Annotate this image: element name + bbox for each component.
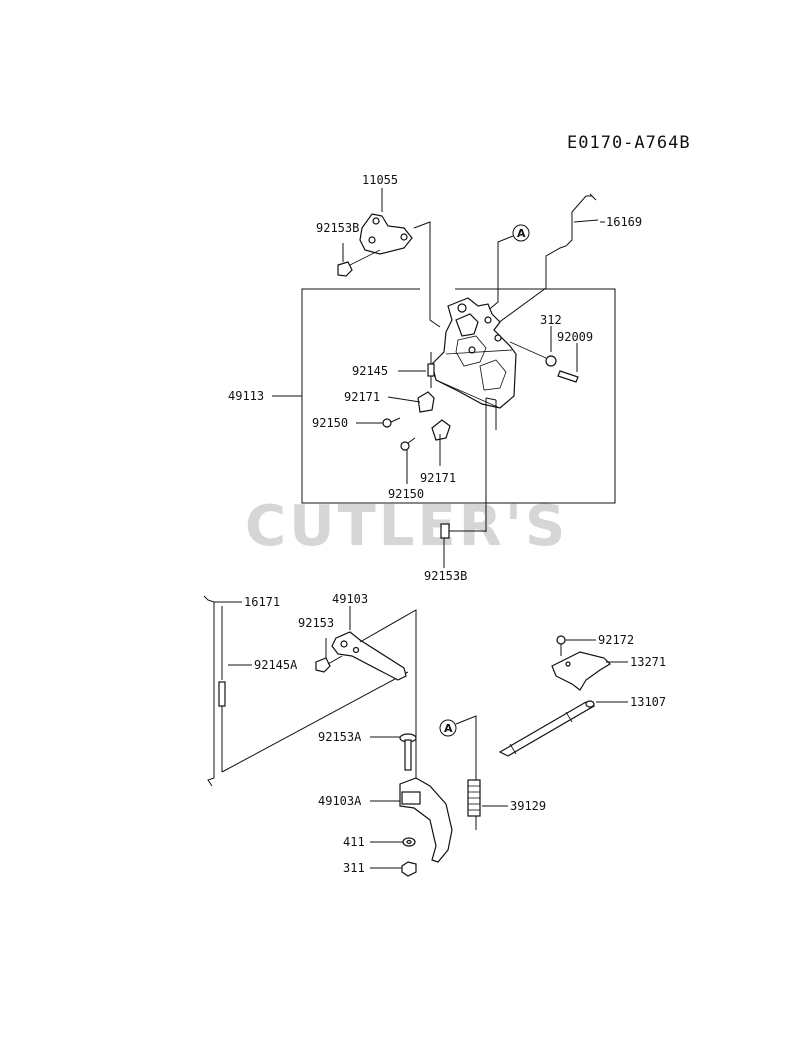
label-92172: 92172 bbox=[598, 633, 634, 647]
label-11055: 11055 bbox=[362, 173, 398, 187]
bolt-92153 bbox=[315, 638, 343, 673]
leaders-top bbox=[272, 221, 605, 568]
diagram-code: E0170-A764B bbox=[567, 133, 691, 153]
washer-411 bbox=[370, 837, 416, 847]
label-92171-b: 92171 bbox=[420, 471, 456, 485]
callout-a-top: A bbox=[485, 224, 530, 313]
label-92153B-bottom: 92153B bbox=[424, 569, 467, 583]
clip-92171-a bbox=[417, 391, 435, 413]
nut-311 bbox=[370, 861, 417, 877]
label-49113: 49113 bbox=[228, 389, 264, 403]
label-92150-a: 92150 bbox=[312, 416, 348, 430]
label-13271: 13271 bbox=[630, 655, 666, 669]
label-92150-b: 92150 bbox=[388, 487, 424, 501]
spring-92145A bbox=[218, 606, 409, 773]
shaft-13107 bbox=[498, 700, 628, 757]
label-49103A: 49103A bbox=[318, 794, 362, 808]
screw-92150-b bbox=[400, 437, 416, 451]
rod-16171 bbox=[203, 595, 242, 787]
assembly-frame-49113 bbox=[301, 288, 616, 504]
clip-92171-b bbox=[431, 419, 451, 441]
bolt-92153B-top bbox=[337, 243, 353, 277]
label-39129: 39129 bbox=[510, 799, 546, 813]
label-92009: 92009 bbox=[557, 330, 593, 344]
plate-13271 bbox=[551, 651, 628, 691]
watermark: CUTLER'S bbox=[245, 494, 568, 559]
svg-text:A: A bbox=[517, 227, 526, 240]
plate-11055 bbox=[349, 188, 413, 266]
label-92145A: 92145A bbox=[254, 658, 298, 672]
spring-92145 bbox=[427, 352, 435, 388]
control-bracket bbox=[431, 297, 517, 532]
label-312: 312 bbox=[540, 313, 562, 327]
label-16171: 16171 bbox=[244, 595, 280, 609]
label-16169: 16169 bbox=[606, 215, 642, 229]
label-411: 411 bbox=[343, 835, 365, 849]
svg-text:A: A bbox=[444, 722, 453, 735]
label-92153B-top: 92153B bbox=[316, 221, 359, 235]
label-92153: 92153 bbox=[298, 616, 334, 630]
label-92153A: 92153A bbox=[318, 730, 362, 744]
screw-92150-a bbox=[382, 417, 401, 428]
label-49103: 49103 bbox=[332, 592, 368, 606]
label-13107: 13107 bbox=[630, 695, 666, 709]
lever-49103 bbox=[331, 606, 417, 790]
label-311: 311 bbox=[343, 861, 365, 875]
label-92171-a: 92171 bbox=[344, 390, 380, 404]
screw-92172 bbox=[556, 635, 596, 656]
label-92145: 92145 bbox=[352, 364, 388, 378]
leader-line bbox=[413, 221, 441, 328]
rod-16169 bbox=[493, 193, 599, 327]
nut-312 bbox=[509, 341, 557, 367]
bracket-49103A bbox=[370, 777, 453, 863]
spring-39129 bbox=[467, 779, 508, 817]
bolt-92009 bbox=[557, 370, 579, 383]
bolt-92153A bbox=[370, 733, 417, 771]
bolt-92153B-bottom bbox=[440, 523, 486, 539]
